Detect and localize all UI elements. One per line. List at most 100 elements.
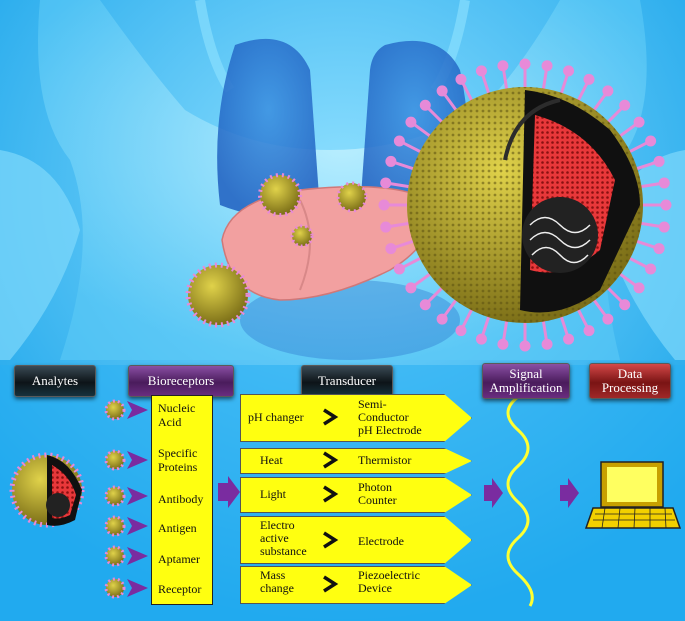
spike-tip-icon xyxy=(583,73,595,85)
signal-amplification-header: Signal Amplification xyxy=(482,363,570,399)
spike-tip-icon xyxy=(436,85,448,97)
transducer-row xyxy=(240,394,472,442)
spike-tip-icon xyxy=(455,325,467,337)
transducer-row xyxy=(240,477,472,513)
bioreceptors-label: Bioreceptors xyxy=(147,373,215,388)
output-line: Semi- xyxy=(358,397,387,411)
arrow-icon xyxy=(323,485,339,503)
arrow-icon xyxy=(127,579,148,597)
transducer-row xyxy=(240,448,472,474)
spike-tip-icon xyxy=(602,85,614,97)
input-line: Mass xyxy=(260,568,286,582)
output-line: Piezoelectric xyxy=(358,568,420,582)
input-line: change xyxy=(260,581,294,595)
arrow-icon xyxy=(127,487,148,505)
analytes-header: Analytes xyxy=(14,365,96,397)
spike-tip-icon xyxy=(436,313,448,325)
arrow-icon xyxy=(323,531,339,549)
spike-tip-icon xyxy=(497,60,509,72)
input-line: Electro xyxy=(260,518,295,532)
virus-icon xyxy=(104,485,126,507)
transducer-row xyxy=(240,516,472,564)
transducer-row xyxy=(240,566,472,604)
output-line: pH Electrode xyxy=(358,423,422,437)
bioreceptor-item: Antigen xyxy=(158,521,197,535)
transducer-input: pH changer xyxy=(248,410,304,424)
transducer-input: Heat xyxy=(260,453,283,467)
bioreceptor-item: Specific Proteins xyxy=(158,446,198,474)
transducer-output: Photon Counter xyxy=(358,481,397,507)
virus-icon xyxy=(104,577,126,599)
arrow-icon xyxy=(218,476,240,508)
output-line: Device xyxy=(358,581,392,595)
transducer-output: Electrode xyxy=(358,534,404,548)
transducer-input: Light xyxy=(260,487,286,501)
spike-tip-icon xyxy=(519,58,531,70)
bioreceptors-box: Nucleic Acid Specific Proteins Antibody … xyxy=(151,395,213,605)
spike-tip-icon xyxy=(563,65,575,77)
spike-tip-icon xyxy=(380,177,392,189)
arrow-icon xyxy=(127,451,148,469)
spike-tip-icon xyxy=(475,65,487,77)
spike-tip-icon xyxy=(602,313,614,325)
output-line: Counter xyxy=(358,493,397,507)
virus-icon xyxy=(104,545,126,567)
transducer-label: Transducer xyxy=(317,373,376,388)
spike-tip-icon xyxy=(419,99,431,111)
analytes-label: Analytes xyxy=(31,373,79,388)
spike-tip-icon xyxy=(541,60,553,72)
output-line: Photon xyxy=(358,480,393,494)
arrow-icon xyxy=(323,408,339,426)
stage-arrows xyxy=(218,476,579,508)
arrow-icon xyxy=(127,517,148,535)
data-label-line2: Processing xyxy=(601,380,659,395)
analyte-virus-icon xyxy=(9,452,85,528)
spike-tip-icon xyxy=(563,333,575,345)
spike-tip-icon xyxy=(645,135,657,147)
transducer-input: Electro active substance xyxy=(260,519,307,558)
input-line: substance xyxy=(260,544,307,558)
spike-tip-icon xyxy=(619,299,631,311)
arrow-icon xyxy=(484,478,503,508)
spike-tip-icon xyxy=(660,199,672,211)
arrow-icon xyxy=(127,401,148,419)
signal-label-line1: Signal xyxy=(509,366,543,381)
bioreceptor-item: Nucleic Acid xyxy=(158,401,196,429)
spike-tip-icon xyxy=(380,221,392,233)
spike-tip-icon xyxy=(633,282,645,294)
spike-tip-icon xyxy=(658,177,670,189)
bioreceptor-item: Receptor xyxy=(158,582,202,596)
spike-tip-icon xyxy=(497,338,509,350)
bioreceptor-item: Aptamer xyxy=(158,552,200,566)
spike-tip-icon xyxy=(405,282,417,294)
spike-tip-icon xyxy=(393,263,405,275)
spike-tip-icon xyxy=(385,243,397,255)
virus-icon xyxy=(104,449,126,471)
signal-wave-icon xyxy=(506,395,534,607)
transducer-output: Semi- Conductor pH Electrode xyxy=(358,398,422,437)
output-line: Conductor xyxy=(358,410,409,424)
arrow-icon xyxy=(323,451,339,469)
arrow-icon xyxy=(560,478,579,508)
bioreceptors-header: Bioreceptors xyxy=(128,365,234,397)
spike-tip-icon xyxy=(619,99,631,111)
spike-tip-icon xyxy=(405,116,417,128)
spike-tip-icon xyxy=(541,338,553,350)
laptop-icon xyxy=(584,461,682,529)
large-virus-icon xyxy=(378,58,672,352)
small-virus-icon xyxy=(185,173,368,328)
spike-tip-icon xyxy=(475,333,487,345)
spike-tip-icon xyxy=(519,340,531,352)
spike-tip-icon xyxy=(633,116,645,128)
arrow-icon xyxy=(127,547,148,565)
spike-tip-icon xyxy=(393,135,405,147)
transducer-output: Thermistor xyxy=(358,453,412,467)
spike-tip-icon xyxy=(658,221,670,233)
spike-tip-icon xyxy=(653,155,665,167)
transducer-output: Piezoelectric Device xyxy=(358,569,420,595)
bioreceptor-item: Antibody xyxy=(158,492,204,506)
data-processing-header: Data Processing xyxy=(589,363,671,399)
data-label-line1: Data xyxy=(617,366,643,381)
spike-tip-icon xyxy=(385,155,397,167)
